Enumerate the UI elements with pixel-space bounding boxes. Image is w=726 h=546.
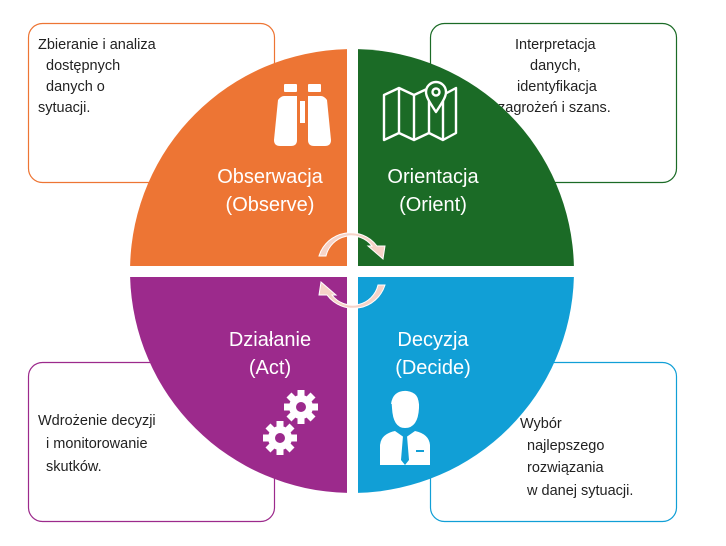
decide-text-1: Wybór — [520, 416, 562, 432]
observe-text-4: sytuacji. — [38, 100, 90, 116]
orient-text-3: identyfikacja — [517, 79, 598, 95]
decide-text-4: w danej sytuacji. — [526, 483, 633, 499]
orient-text-2: danych, — [530, 58, 581, 74]
observe-text-3: danych o — [46, 79, 105, 95]
orient-quadrant — [358, 49, 574, 266]
cycle-arrows-icon — [318, 232, 386, 309]
gears-icon — [263, 390, 318, 455]
observe-text-2: dostępnych — [46, 58, 120, 74]
decide-text-2: najlepszego — [527, 438, 604, 454]
decide-text-3: rozwiązania — [527, 460, 604, 476]
act-text-1: Wdrożenie decyzji — [38, 413, 156, 429]
orient-text-1: Interpretacja — [515, 37, 597, 53]
orient-text-4: zagrożeń i szans. — [498, 100, 611, 116]
businessman-icon — [380, 390, 430, 465]
observe-title: Obserwacja — [217, 166, 323, 188]
decide-subtitle: (Decide) — [395, 357, 471, 379]
orient-title: Orientacja — [387, 166, 479, 188]
map-icon — [382, 80, 458, 142]
binoculars-icon — [274, 84, 331, 146]
act-text-3: skutków. — [46, 459, 102, 475]
orient-subtitle: (Orient) — [399, 194, 467, 216]
act-title: Działanie — [229, 329, 311, 351]
decide-title: Decyzja — [397, 329, 469, 351]
act-text-2: i monitorowanie — [46, 436, 148, 452]
observe-text-1: Zbieranie i analiza — [38, 37, 157, 53]
observe-subtitle: (Observe) — [226, 194, 315, 216]
act-subtitle: (Act) — [249, 357, 291, 379]
